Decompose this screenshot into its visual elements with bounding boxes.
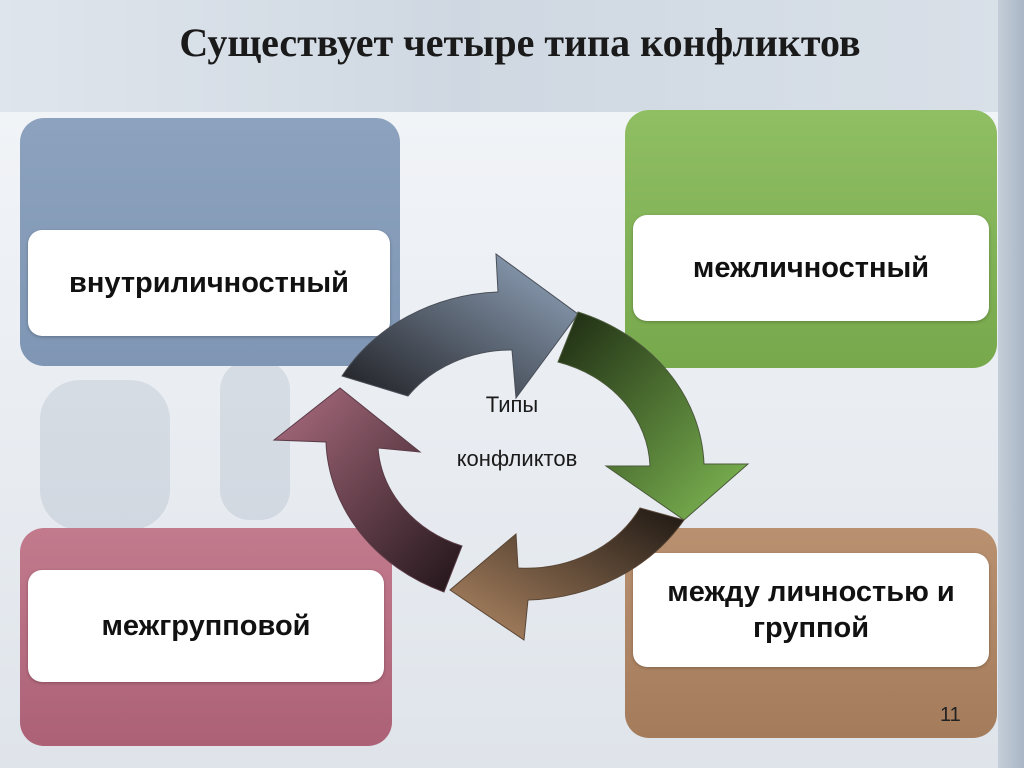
slide-title: Существует четыре типа конфликтов — [179, 20, 861, 65]
background-edge — [998, 0, 1024, 768]
cycle-arrow-right — [557, 311, 750, 521]
type-label-intrapersonal: внутриличностный — [28, 230, 390, 336]
type-label-interpersonal: межличностный — [633, 215, 989, 321]
cycle-arrow-left — [272, 387, 463, 593]
cycle-center-label: Типы конфликтов — [412, 388, 612, 488]
page-number: 11 — [940, 704, 961, 726]
background-band — [0, 0, 1024, 112]
cycle-arrow-top — [341, 252, 579, 400]
center-label-line-1: Типы — [485, 392, 539, 417]
type-label-person-group: между личностью и группой — [633, 553, 989, 667]
cycle-arrow-bottom — [449, 507, 685, 641]
background-figure — [40, 380, 170, 530]
type-label-intergroup: межгрупповой — [28, 570, 384, 682]
center-label-line-2: конфликтов — [456, 446, 578, 471]
